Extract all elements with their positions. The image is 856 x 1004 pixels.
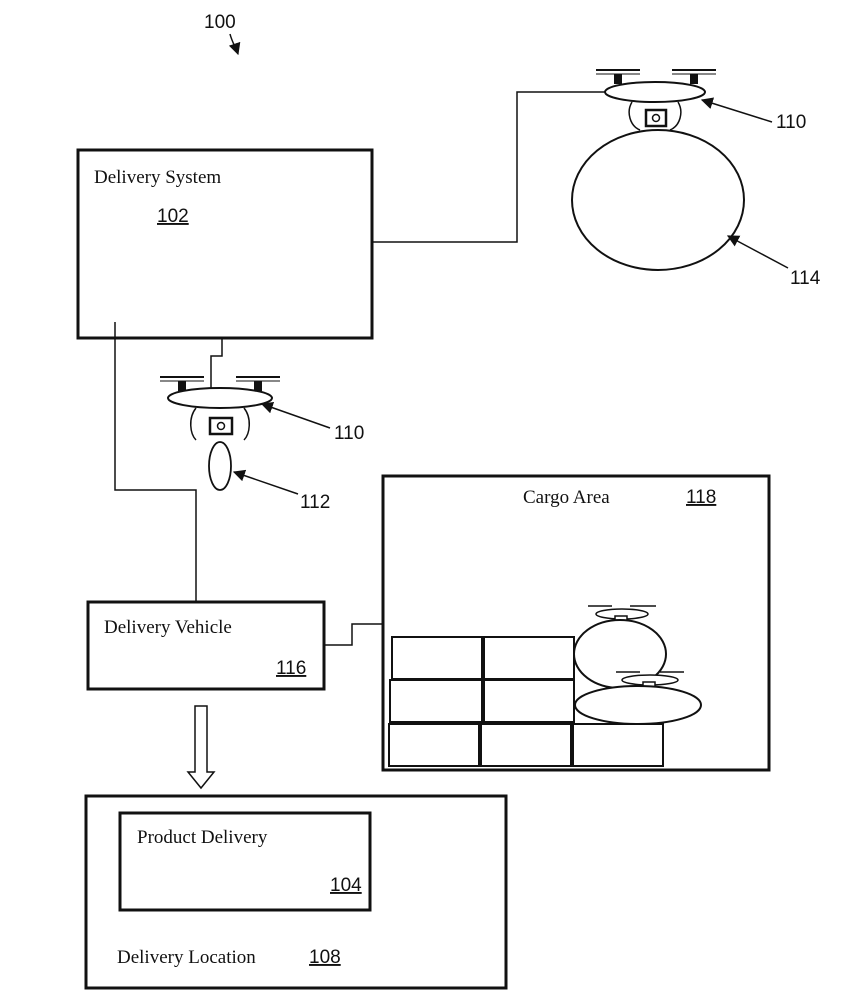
drone-icon	[573, 605, 667, 689]
delivery-location-label: Delivery Location	[117, 947, 256, 968]
package-large-ref-leader	[726, 235, 789, 269]
uav-middle-ref: 110	[334, 423, 364, 444]
connector-system-to-middle-uav	[210, 338, 223, 392]
uav-middle-ref-leader	[260, 401, 331, 429]
delivery-system-box	[76, 148, 374, 340]
figure-ref: 100	[204, 12, 236, 33]
connector-system-to-uav	[372, 91, 610, 243]
connector-system-to-vehicle	[114, 322, 197, 602]
cargo-area-label: Cargo Area	[523, 487, 610, 508]
package-icon	[208, 441, 232, 491]
delivery-vehicle-label: Delivery Vehicle	[104, 617, 232, 638]
delivery-system-label: Delivery System	[94, 167, 221, 188]
drone-icon	[160, 376, 280, 441]
delivery-location-ref: 108	[309, 947, 341, 968]
drone-icon	[596, 69, 716, 131]
package-icon	[571, 129, 745, 271]
uav-top-ref: 110	[776, 112, 806, 133]
drone-icon	[574, 671, 702, 725]
delivery-location-box	[84, 794, 508, 990]
connector-vehicle-to-cargo	[324, 623, 383, 646]
package-large-ref: 114	[790, 268, 821, 289]
figure-ref-arrow	[228, 33, 241, 56]
product-delivery-label: Product Delivery	[137, 827, 268, 848]
package-small-ref: 112	[300, 492, 330, 513]
delivery-system-ref: 102	[157, 206, 189, 227]
package-icon	[574, 685, 702, 725]
package-small-ref-leader	[232, 469, 299, 495]
uav-top-ref-leader	[700, 97, 773, 123]
cargo-area-ref: 118	[686, 487, 716, 508]
cargo-area-box	[381, 474, 771, 772]
delivery-vehicle-ref: 116	[276, 658, 306, 679]
product-delivery-ref: 104	[330, 875, 362, 896]
arrow-down-icon	[186, 705, 216, 790]
product-delivery-box	[118, 811, 372, 912]
cargo-box-icon	[388, 636, 664, 767]
